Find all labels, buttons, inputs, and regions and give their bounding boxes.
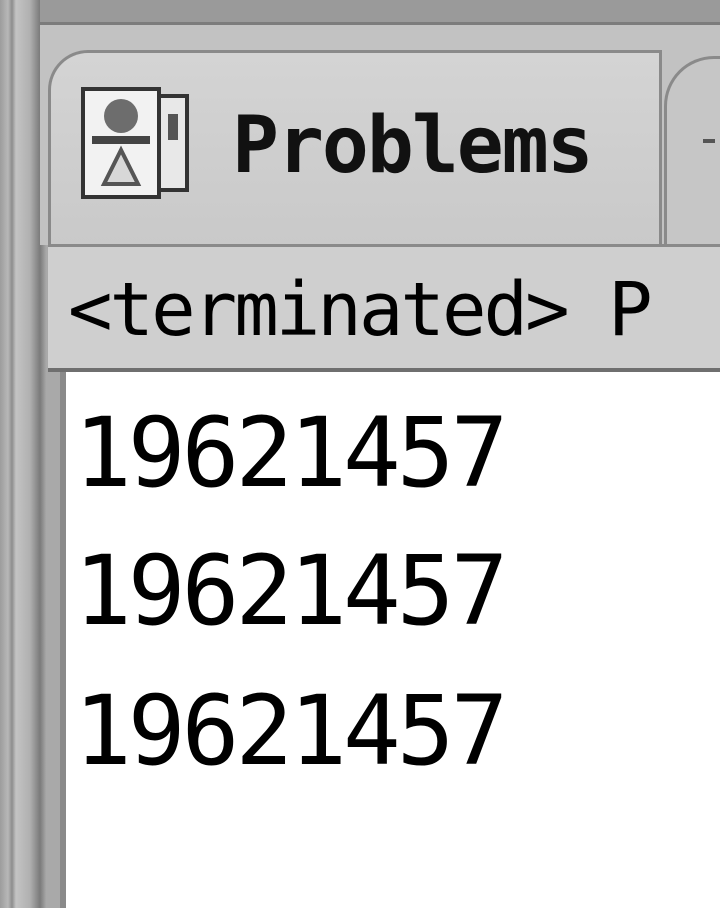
console-output-line: 19621457 xyxy=(74,675,508,787)
console-output[interactable]: 19621457 19621457 19621457 xyxy=(60,372,720,908)
console-output-line: 19621457 xyxy=(74,535,508,647)
window-top-bar xyxy=(40,0,720,25)
problems-icon xyxy=(80,86,194,200)
console-status-label: <terminated> P xyxy=(68,267,653,353)
tab-next[interactable] xyxy=(664,56,720,246)
tab-problems-label: Problems xyxy=(232,101,594,191)
window-frame-left xyxy=(0,0,46,908)
console-output-line: 19621457 xyxy=(74,397,508,509)
console-header: <terminated> P xyxy=(48,244,720,372)
tab-next-icon xyxy=(703,139,715,143)
